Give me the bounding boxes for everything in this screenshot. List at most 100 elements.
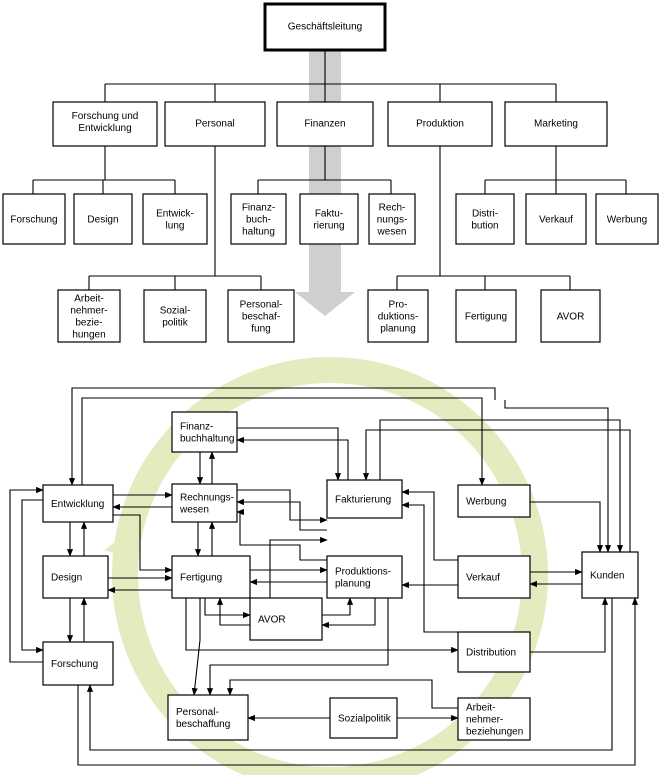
box-label-line: buch- — [246, 215, 271, 226]
cycle-ring-arrowhead — [104, 540, 122, 556]
box-label: Sozialpolitik — [338, 714, 392, 725]
box-label-line: nehmer- — [466, 715, 503, 726]
box-label-line: Kunden — [590, 571, 624, 582]
node-arbeitnehmerbeziehungen[interactable]: Arbeit-nehmer-beziehungen — [457, 697, 531, 741]
dept-box-marketing[interactable]: Marketing — [504, 101, 608, 147]
sub-box-verkauf[interactable]: Verkauf — [525, 193, 587, 245]
dept-label: Marketing — [534, 119, 578, 130]
node-produktionsplanung[interactable]: Produktions-planung — [326, 555, 403, 599]
sub-box-fakturierung[interactable]: Faktu-rierung — [299, 193, 359, 245]
box-label-line: Finanz- — [180, 422, 213, 433]
box-label: Faktu-rierung — [313, 209, 344, 232]
box-label: Entwick-lung — [156, 209, 194, 232]
box-label: Werbung — [466, 497, 506, 508]
sub-box-entwicklung[interactable]: Entwick-lung — [142, 193, 208, 245]
box-label-line: Forschung — [10, 215, 57, 226]
box-label: Distri-bution — [471, 209, 498, 232]
box-label-line: AVOR — [258, 615, 286, 626]
box-label-line: duktions- — [378, 312, 419, 323]
box-label-line: Verkauf — [466, 573, 500, 584]
dept-label: Finanzen — [304, 119, 345, 130]
node-personalbeschaffung[interactable]: Personal-beschaffung — [167, 694, 249, 741]
box-label-line: Rechnungs- — [180, 493, 234, 504]
sub-box-forschung[interactable]: Forschung — [2, 193, 66, 245]
box-label-line: Distri- — [472, 209, 498, 220]
node-distribution[interactable]: Distribution — [457, 631, 531, 673]
box-label-line: planung — [335, 579, 371, 590]
node-werbung[interactable]: Werbung — [457, 484, 531, 518]
node-entwicklung[interactable]: Entwicklung — [42, 484, 114, 523]
box-label-line: buchhaltung — [180, 434, 235, 445]
sub-box-produktionsplanung[interactable]: Pro-duktions-planung — [367, 289, 429, 343]
node-fakturierung[interactable]: Fakturierung — [326, 479, 403, 519]
box-label-line: bezie- — [75, 318, 102, 329]
sub-box-distribution[interactable]: Distri-bution — [455, 193, 515, 245]
box-label: Produktions-planung — [335, 567, 391, 590]
sub-box-avor[interactable]: AVOR — [540, 289, 601, 343]
box-label-line: Rech- — [379, 203, 406, 214]
box-label: Entwicklung — [51, 499, 104, 510]
sub-box-rechnungswesen[interactable]: Rech-nungs-wesen — [368, 193, 416, 245]
node-fertigung[interactable]: Fertigung — [171, 555, 251, 599]
box-label-line: Sozialpolitik — [338, 714, 392, 725]
box-label: Arbeit-nehmer-beziehungen — [466, 703, 523, 738]
node-sozialpolitik[interactable]: Sozialpolitik — [329, 697, 398, 739]
box-label-line: wesen — [377, 227, 407, 238]
box-label-line: fung — [251, 324, 270, 335]
box-label-line: Sozial- — [160, 306, 191, 317]
sub-box-personalbeschaffung[interactable]: Personal-beschaf-fung — [227, 289, 295, 343]
sub-box-design[interactable]: Design — [73, 193, 133, 245]
box-label-line: Forschung — [51, 659, 98, 670]
dept-box-produktion[interactable]: Produktion — [387, 101, 493, 147]
box-label: Arbeit-nehmer-bezie-hungen — [70, 294, 107, 341]
sub-box-finanzbuchhaltung[interactable]: Finanz-buch-haltung — [230, 193, 287, 245]
box-label: Rech-nungs-wesen — [377, 203, 408, 238]
box-label-line: Arbeit- — [74, 294, 103, 305]
box-label-line: Design — [87, 215, 118, 226]
box-label: Personal-beschaffung — [176, 707, 230, 730]
sub-box-sozialpolitik[interactable]: Sozial-politik — [143, 289, 207, 343]
box-label-line: beschaf- — [242, 312, 280, 323]
box-label-line: Entwick- — [156, 209, 194, 220]
box-label-line: nungs- — [377, 215, 408, 226]
node-design[interactable]: Design — [42, 555, 109, 599]
box-label: Verkauf — [466, 573, 500, 584]
network-connections — [9, 387, 639, 766]
root-box-geschaeftsleitung[interactable]: Geschäftsleitung — [263, 2, 387, 52]
box-label-line: Produktions- — [335, 567, 391, 578]
node-verkauf[interactable]: Verkauf — [457, 555, 531, 599]
box-label-line: bution — [471, 221, 498, 232]
node-kunden[interactable]: Kunden — [581, 551, 639, 599]
node-finanzbuchhaltung[interactable]: Finanz-buchhaltung — [171, 411, 238, 453]
sub-box-werbung[interactable]: Werbung — [595, 193, 659, 245]
node-rechnungswesen[interactable]: Rechnungs-wesen — [171, 483, 238, 523]
node-avor[interactable]: AVOR — [249, 597, 323, 641]
sub-box-arbeitnehmerbeziehungen[interactable]: Arbeit-nehmer-bezie-hungen — [57, 289, 121, 343]
sub-box-fertigung[interactable]: Fertigung — [455, 289, 517, 343]
box-label-line: Werbung — [466, 497, 506, 508]
box-label: Finanz-buchhaltung — [180, 422, 235, 445]
dept-box-personal[interactable]: Personal — [164, 101, 266, 147]
box-label: AVOR — [258, 615, 286, 626]
box-label: Werbung — [607, 215, 647, 226]
node-forschung[interactable]: Forschung — [42, 641, 114, 686]
box-label-line: Entwicklung — [51, 499, 104, 510]
cycle-ring — [112, 357, 548, 775]
box-label-line: Personal- — [176, 707, 219, 718]
dept-box-finanzen[interactable]: Finanzen — [276, 101, 374, 147]
box-label-line: Design — [51, 573, 82, 584]
box-label-line: beschaffung — [176, 719, 230, 730]
box-label-line: Pro- — [389, 300, 408, 311]
box-label-line: lung — [166, 221, 185, 232]
box-label-line: Faktu- — [315, 209, 343, 220]
box-label-line: hungen — [72, 330, 105, 341]
box-label: Verkauf — [539, 215, 573, 226]
box-label: Fertigung — [465, 312, 507, 323]
box-label-line: nehmer- — [70, 306, 107, 317]
